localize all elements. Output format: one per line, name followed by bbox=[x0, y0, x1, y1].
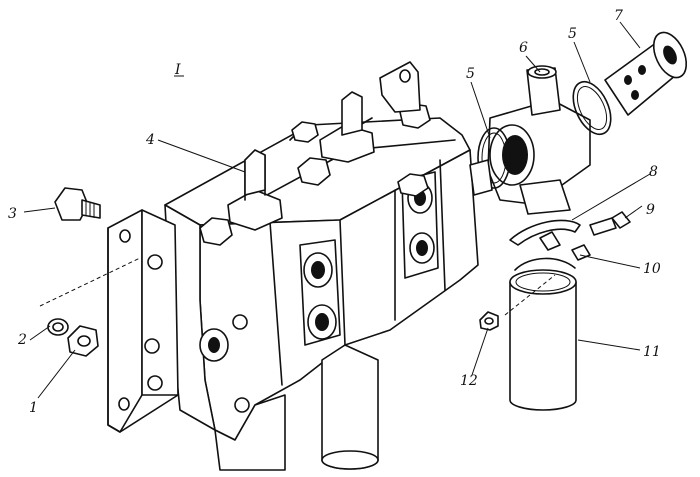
mounting-bracket bbox=[107, 209, 179, 433]
callout-3: 3 bbox=[8, 206, 17, 222]
callout-10: 10 bbox=[643, 261, 661, 277]
callout-9: 9 bbox=[646, 202, 655, 218]
tee-fitting-item-6 bbox=[487, 65, 591, 215]
washer-item-2 bbox=[47, 318, 69, 336]
spool-tubes bbox=[214, 344, 379, 471]
view-label: I bbox=[174, 62, 181, 78]
bolt-item-9 bbox=[589, 211, 631, 236]
callout-8: 8 bbox=[649, 164, 658, 180]
nut-item-12 bbox=[479, 311, 499, 331]
callout-5-left: 5 bbox=[466, 66, 475, 82]
o-ring-item-5-right bbox=[572, 80, 612, 136]
filter-plug-item-7 bbox=[604, 31, 688, 116]
callout-11: 11 bbox=[643, 344, 661, 360]
filter-canister-item-11 bbox=[509, 269, 577, 411]
callout-6: 6 bbox=[519, 40, 528, 56]
valve-block-body bbox=[164, 61, 479, 441]
callout-5-right: 5 bbox=[568, 26, 577, 42]
nut-item-10 bbox=[571, 244, 591, 261]
callout-2: 2 bbox=[17, 332, 27, 348]
callout-1: 1 bbox=[29, 400, 38, 416]
nut-item-1 bbox=[67, 325, 99, 357]
callout-4: 4 bbox=[145, 132, 155, 148]
callout-7: 7 bbox=[614, 8, 623, 24]
o-ring-item-5-left bbox=[477, 127, 511, 189]
leader-lines bbox=[23, 21, 651, 399]
fitting-stub bbox=[469, 159, 493, 196]
clamp-item-8 bbox=[509, 219, 581, 251]
bolt-item-3 bbox=[54, 187, 101, 221]
callout-12: 12 bbox=[460, 373, 478, 389]
